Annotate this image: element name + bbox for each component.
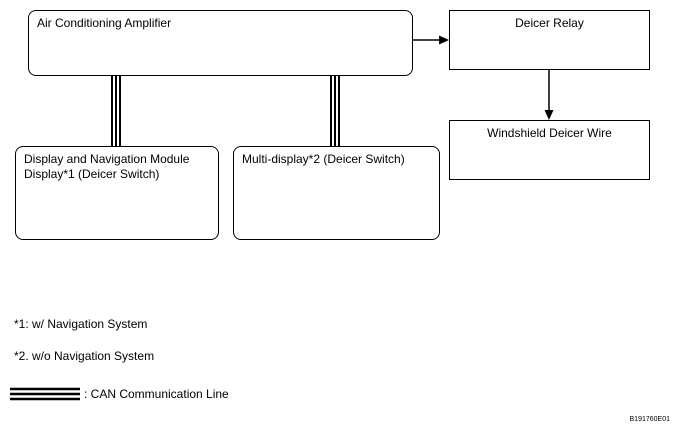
arrow-amplifier-to-relay	[413, 35, 449, 45]
windshield-deicer-wire-label: Windshield Deicer Wire	[487, 126, 612, 140]
can-line-legend-label: : CAN Communication Line	[84, 387, 229, 401]
multi-display-label: Multi-display*2 (Deicer Switch)	[242, 152, 405, 166]
deicer-relay-box: Deicer Relay	[449, 10, 650, 70]
display-navigation-module-label-line2: Display*1 (Deicer Switch)	[24, 167, 160, 181]
footnote-2: *2. w/o Navigation System	[14, 349, 155, 363]
display-navigation-module-label: Display and Navigation Module Display*1 …	[24, 152, 189, 182]
display-navigation-module-box: Display and Navigation Module Display*1 …	[15, 146, 219, 240]
air-conditioning-amplifier-label: Air Conditioning Amplifier	[37, 16, 172, 30]
air-conditioning-amplifier-box: Air Conditioning Amplifier	[28, 10, 413, 76]
can-line-legend-symbol	[10, 387, 80, 401]
can-line-to-multi-display	[330, 76, 340, 146]
can-line-to-display-nav-module	[111, 76, 121, 146]
footnote-1: *1: w/ Navigation System	[14, 317, 148, 331]
multi-display-box: Multi-display*2 (Deicer Switch)	[233, 146, 440, 240]
windshield-deicer-wire-box: Windshield Deicer Wire	[449, 120, 650, 180]
figure-code: B191760E01	[629, 416, 670, 423]
display-navigation-module-label-line1: Display and Navigation Module	[24, 152, 190, 166]
arrow-relay-to-deicer-wire	[544, 70, 554, 120]
deicer-relay-label: Deicer Relay	[515, 16, 584, 30]
